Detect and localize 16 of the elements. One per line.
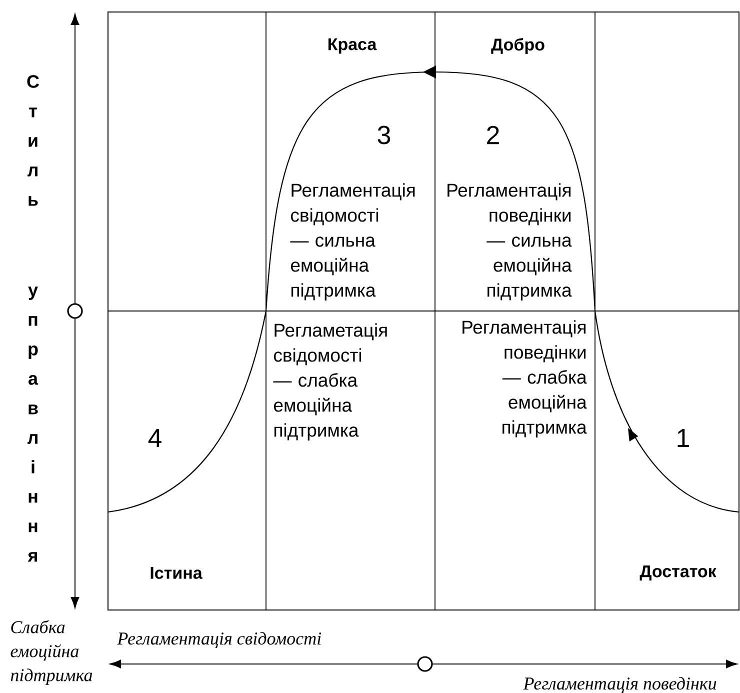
quadrant-description: Регламетація свідомості — слабка емоційна підтримка: [273, 323, 387, 440]
quadrant-title: Краса: [328, 38, 377, 54]
quadrant-title: Добро: [491, 38, 544, 54]
quadrant-number: 3: [378, 126, 390, 144]
quadrant-description: Регламентація свідомості — сильна емоційна підтримка: [290, 183, 415, 300]
quadrant-description: Регламентація поведінки — слабка емоційна підтримка: [462, 320, 587, 438]
corner-label: Істина: [150, 567, 202, 579]
quadrant-number: 1: [678, 429, 689, 447]
corner-label: Достаток: [640, 565, 716, 581]
quadrant-number: 2: [487, 126, 499, 144]
axis-note: Слабка емоційна підтримка: [10, 620, 92, 685]
axis-label: Регламентація поведінки: [523, 676, 716, 693]
quadrant-number: 4: [148, 429, 162, 447]
axis-label: Регламентація свідомості: [117, 632, 322, 648]
quadrant-description: Регламентація поведінки — сильна емоційна підтримка: [448, 183, 572, 300]
axis-title: Стиль управління: [27, 75, 40, 562]
